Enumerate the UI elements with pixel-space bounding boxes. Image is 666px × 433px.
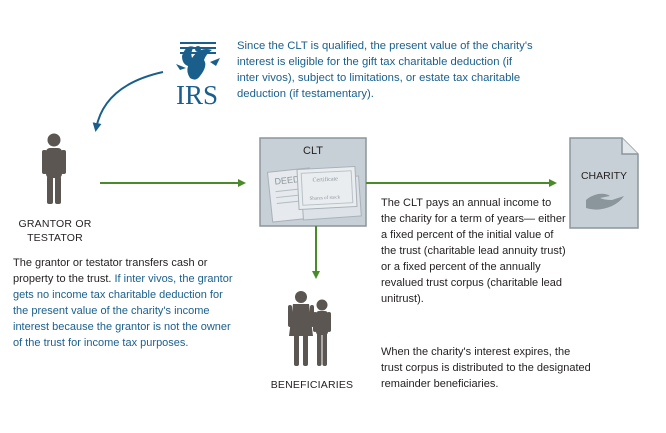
irs-note: Since the CLT is qualified, the present … <box>237 40 533 100</box>
beneficiaries-people-icon <box>288 291 331 366</box>
grantor-description-note: If inter vivos, the grantor gets no inco… <box>13 273 233 349</box>
irs-eagle-icon <box>176 42 220 80</box>
irs-to-grantor-arrow <box>92 71 164 132</box>
grantor-label: GRANTOR OR TESTATOR <box>14 217 96 245</box>
clt-description: The CLT pays an annual income to the cha… <box>381 197 566 305</box>
beneficiaries-label: BENEFICIARIES <box>270 379 354 391</box>
stock-certificate-icon: Certificate Shares of stock <box>296 165 362 221</box>
irs-logo-text: IRS <box>176 80 218 110</box>
clt-title: CLT <box>303 145 323 157</box>
charity-label: CHARITY <box>580 170 628 182</box>
svg-text:Certificate: Certificate <box>312 175 338 183</box>
grantor-description: The grantor or testator transfers cash o… <box>13 255 235 351</box>
grantor-person-icon <box>42 133 66 204</box>
giving-hand-icon <box>586 193 624 210</box>
beneficiaries-description: When the charity's interest expires, the… <box>381 346 591 390</box>
svg-text:DEED: DEED <box>274 174 300 187</box>
grantor-label-line2: TESTATOR <box>27 232 83 244</box>
grantor-description-plain: The grantor or testator transfers cash o… <box>13 257 208 285</box>
grantor-label-line1: GRANTOR OR <box>18 218 92 230</box>
svg-text:Shares of stock: Shares of stock <box>309 195 340 202</box>
